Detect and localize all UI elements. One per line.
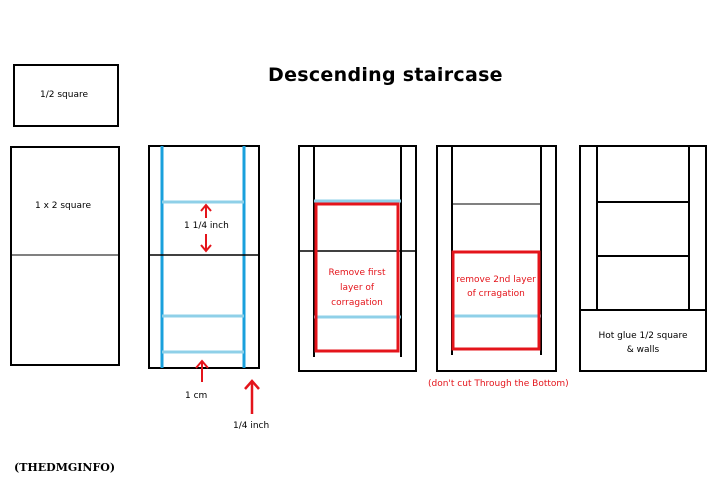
- label-1-cm: 1 cm: [185, 391, 208, 401]
- credit-text: (THEDMGINFO): [14, 461, 116, 474]
- label-quarter-inch: 1/4 inch: [233, 421, 270, 431]
- diagram-title: Descending staircase: [268, 64, 503, 86]
- label-1x2-square: 1 x 2 square: [35, 201, 92, 211]
- panel-remove-first-layer: [298, 145, 417, 372]
- panel-measurements: [148, 145, 260, 369]
- label-dont-cut: (don't cut Through the Bottom): [428, 379, 569, 389]
- label-hot-glue: Hot glue 1/2 square & walls: [598, 331, 688, 355]
- panel-remove-second-layer: [436, 145, 557, 372]
- arrow-quarter-inch: [244, 379, 260, 414]
- panel-hot-glue: [579, 145, 707, 372]
- arrow-1-cm: [195, 359, 209, 382]
- label-half-square: 1/2 square: [40, 90, 89, 100]
- panel-1x2-square: [10, 146, 120, 366]
- label-1-1-4-inch: 1 1/4 inch: [184, 221, 229, 231]
- half-square-box: [13, 64, 119, 127]
- arrow-1-1-4-inch: [200, 203, 212, 253]
- label-remove-first-layer: Remove first layer of corragation: [328, 268, 386, 308]
- label-remove-second-layer: remove 2nd layer of crragation: [456, 275, 536, 299]
